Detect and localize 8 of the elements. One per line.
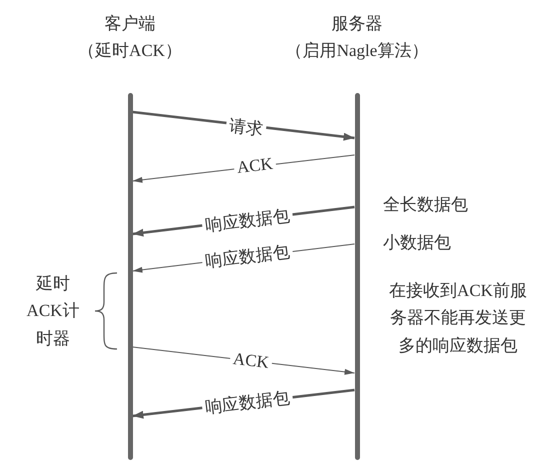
- server-note: 在接收到ACK前服务器不能再发送更多的响应数据包: [388, 280, 528, 357]
- lifeline-heading: （启用Nagle算法）: [286, 40, 428, 62]
- timer-label: 延时ACK计时器: [26, 273, 80, 350]
- lifeline-heading: 客户端: [104, 14, 156, 34]
- packet-note: 小数据包: [383, 232, 451, 254]
- packet-note: 全长数据包: [383, 194, 468, 216]
- lifeline-heading: 服务器: [332, 14, 382, 34]
- lifeline-heading: （延时ACK）: [78, 40, 182, 62]
